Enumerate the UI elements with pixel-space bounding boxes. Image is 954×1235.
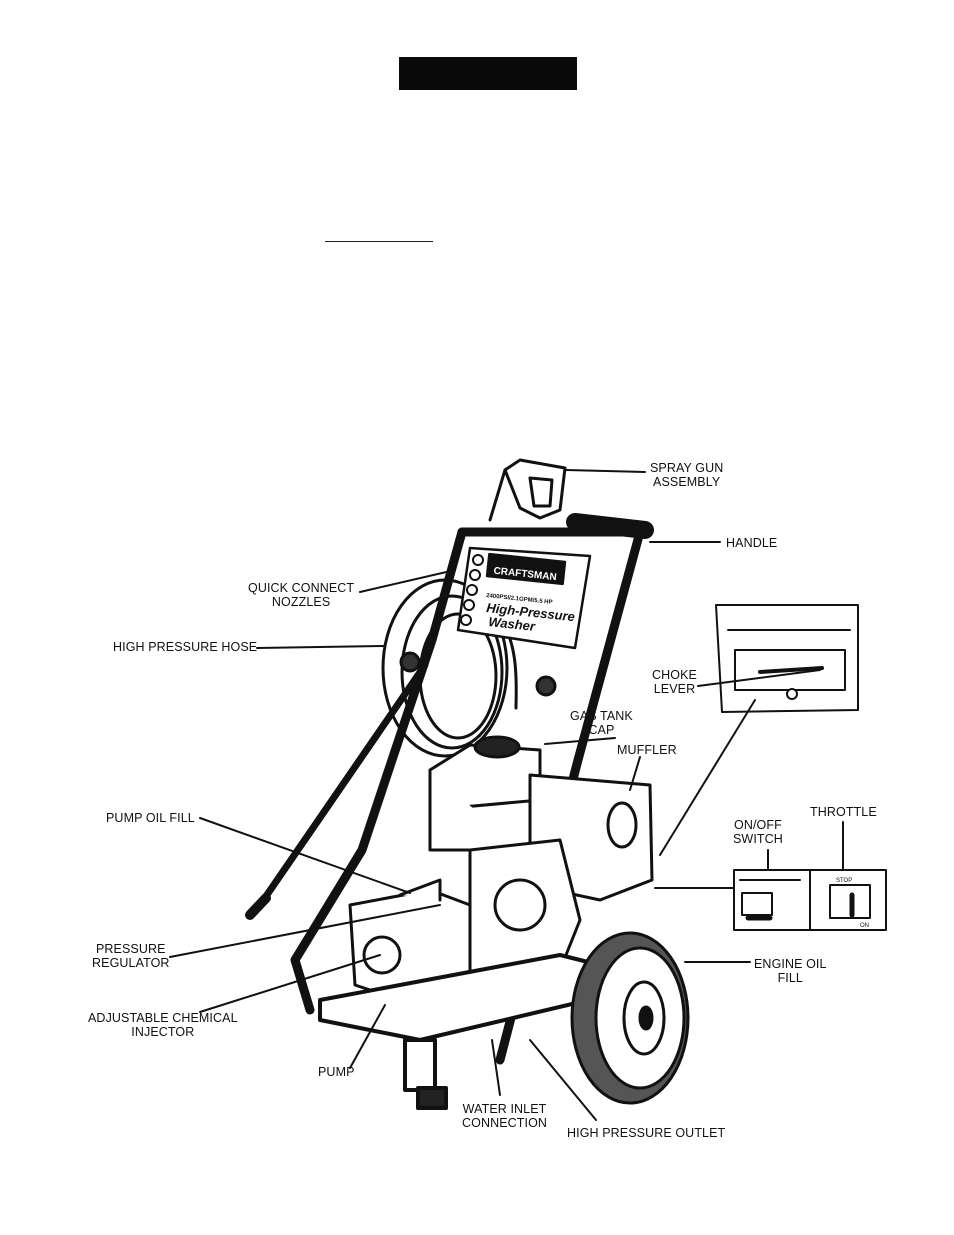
label-handle: HANDLE xyxy=(726,536,778,550)
title-banner xyxy=(399,57,577,90)
label-high-pressure-outlet: HIGH PRESSURE OUTLET xyxy=(567,1126,726,1140)
spray-gun xyxy=(488,458,567,522)
switch-inset xyxy=(733,869,887,931)
choke-inset xyxy=(715,604,859,713)
label-high-pressure-hose: HIGH PRESSURE HOSE xyxy=(113,640,258,654)
frame-knob-left xyxy=(399,651,421,673)
label-muffler: MUFFLER xyxy=(617,743,677,757)
throttle-stop-text: STOP xyxy=(836,878,852,884)
decal-product-line-2: Washer xyxy=(488,614,537,634)
frame-knob-right xyxy=(535,675,557,697)
base-frame xyxy=(318,953,612,1110)
wand-tip xyxy=(245,893,271,920)
label-pump-oil-fill: PUMP OIL FILL xyxy=(106,811,195,825)
underline-rule xyxy=(325,241,433,242)
handle-grip xyxy=(566,513,654,539)
wheel xyxy=(570,931,690,1105)
gas-tank xyxy=(428,735,542,852)
leader-lines xyxy=(169,469,844,1121)
label-throttle: THROTTLE xyxy=(810,805,877,819)
engine-block xyxy=(468,773,654,982)
spray-wand xyxy=(256,661,429,909)
label-pump: PUMP xyxy=(318,1065,355,1079)
throttle-on-text: ON xyxy=(860,923,869,929)
decal-panel xyxy=(456,546,592,650)
